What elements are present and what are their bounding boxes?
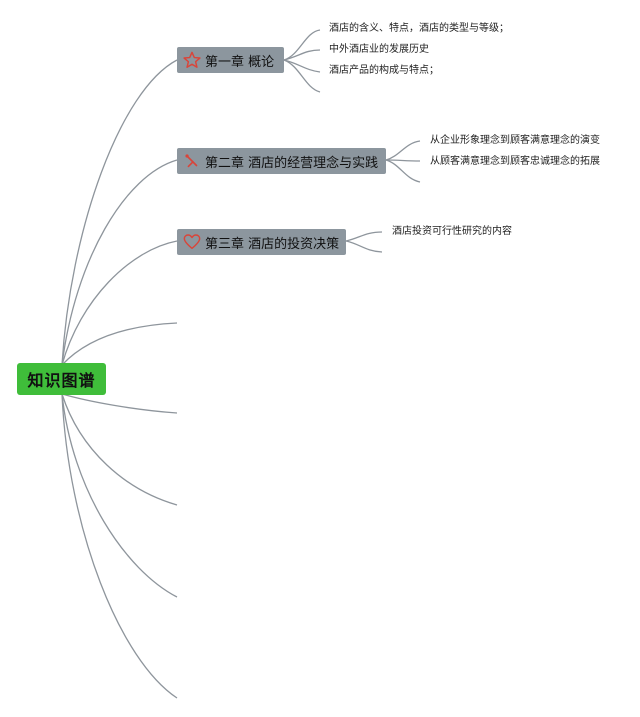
connector-root-chapter-1 <box>61 59 178 366</box>
root-label: 知识图谱 <box>27 371 96 390</box>
connector-ch2-item-1 <box>385 140 421 161</box>
star-icon <box>183 51 201 69</box>
connector-root-empty-3 <box>61 393 178 506</box>
connector-ch1-item-1 <box>283 29 321 61</box>
chapter-1-item-3: 酒店产品的构成与特点； <box>329 65 439 76</box>
chapter-1-label: 第一章 概论 <box>205 54 275 70</box>
connector-ch1-item-3 <box>283 59 321 73</box>
chapter-1-node[interactable]: 第一章 概论 <box>177 47 284 73</box>
chapter-2-item-1: 从企业形象理念到顾客满意理念的演变 <box>430 135 600 146</box>
tools-icon <box>183 152 201 170</box>
chapter-1-item-1: 酒店的含义、特点，酒店的类型与等级； <box>329 23 509 34</box>
connector-ch2-item-3 <box>385 159 421 183</box>
chapter-2-label: 第二章 酒店的经营理念与实践 <box>205 155 379 171</box>
connector-ch1-item-2 <box>283 49 321 61</box>
connector-root-empty-4 <box>61 393 178 598</box>
chapter-2-item-2: 从顾客满意理念到顾客忠诚理念的拓展 <box>430 156 600 167</box>
chapter-2-node[interactable]: 第二章 酒店的经营理念与实践 <box>177 148 386 174</box>
heart-icon <box>183 233 201 251</box>
root-node[interactable]: 知识图谱 <box>17 363 106 395</box>
connector-root-empty-2 <box>61 393 178 414</box>
connector-root-chapter-3 <box>61 240 178 366</box>
chapter-3-item-1: 酒店投资可行性研究的内容 <box>392 226 512 237</box>
connector-root-empty-1 <box>61 322 178 366</box>
chapter-3-label: 第三章 酒店的投资决策 <box>205 236 340 252</box>
connector-ch1-item-4 <box>283 59 321 93</box>
connector-ch3-item-2 <box>345 240 383 253</box>
connector-ch2-item-2 <box>385 159 421 162</box>
chapter-1-item-2: 中外酒店业的发展历史 <box>329 44 429 55</box>
connector-root-empty-5 <box>61 393 178 699</box>
chapter-3-node[interactable]: 第三章 酒店的投资决策 <box>177 229 346 255</box>
connector-root-chapter-2 <box>61 159 178 366</box>
connector-ch3-item-1 <box>345 231 383 242</box>
